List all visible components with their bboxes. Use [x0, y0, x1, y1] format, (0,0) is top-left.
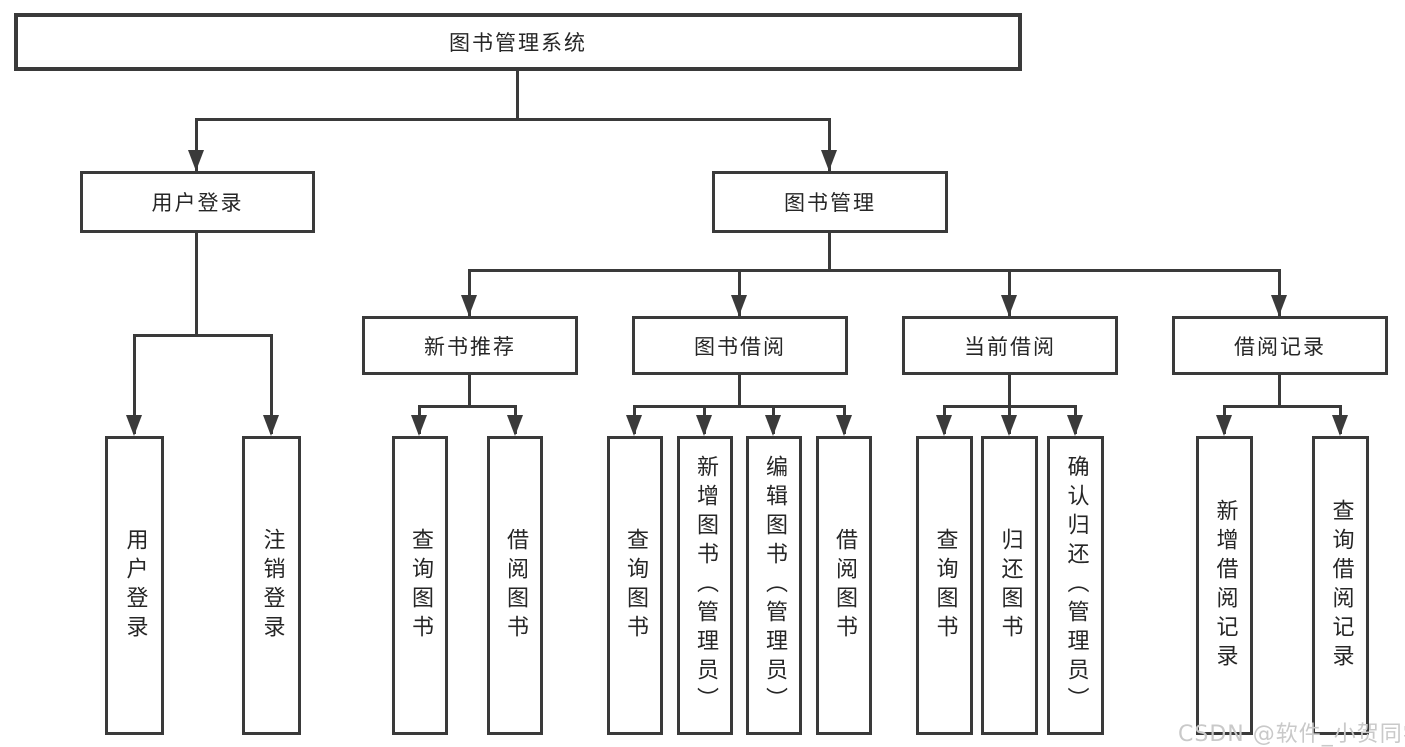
- connector-line: [195, 118, 831, 121]
- leaf-query-book-current: 查询图书: [916, 436, 973, 735]
- leaf-query-book-borrow: 查询图书: [607, 436, 663, 735]
- connector-line: [195, 118, 198, 171]
- arrow-down-icon: [696, 415, 712, 436]
- arrow-down-icon: [1001, 295, 1017, 316]
- node-root-library-system: 图书管理系统: [14, 13, 1022, 71]
- leaf-logout: 注销登录: [242, 436, 301, 735]
- connector-line: [1223, 405, 1342, 408]
- connector-line: [738, 269, 741, 316]
- node-book-borrow: 图书借阅: [632, 316, 848, 375]
- connector-line: [133, 334, 273, 337]
- connector-line: [828, 233, 831, 272]
- arrow-down-icon: [461, 295, 477, 316]
- connector-line: [1008, 375, 1011, 408]
- arrow-down-icon: [731, 295, 747, 316]
- leaf-add-book-admin: 新增图书（管理员）: [677, 436, 733, 735]
- arrow-down-icon: [1067, 415, 1083, 436]
- connector-line: [468, 269, 471, 316]
- arrow-down-icon: [626, 415, 642, 436]
- connector-line: [195, 233, 198, 337]
- leaf-borrow-book: 借阅图书: [816, 436, 872, 735]
- connector-line: [738, 375, 741, 408]
- arrow-down-icon: [765, 415, 781, 436]
- csdn-watermark: CSDN @软件_小贺同学: [1178, 722, 1405, 747]
- arrow-down-icon: [1001, 415, 1017, 436]
- arrow-down-icon: [411, 415, 427, 436]
- arrow-down-icon: [126, 415, 142, 436]
- node-current-borrow: 当前借阅: [902, 316, 1118, 375]
- connector-line: [1008, 269, 1011, 316]
- arrow-down-icon: [507, 415, 523, 436]
- leaf-edit-book-admin: 编辑图书（管理员）: [746, 436, 802, 735]
- node-user-login: 用户登录: [80, 171, 315, 233]
- leaf-query-borrow-record: 查询借阅记录: [1312, 436, 1369, 735]
- arrow-down-icon: [1271, 295, 1287, 316]
- arrow-down-icon: [188, 150, 204, 171]
- leaf-return-book: 归还图书: [981, 436, 1038, 735]
- connector-line: [1278, 269, 1281, 316]
- node-borrow-records: 借阅记录: [1172, 316, 1388, 375]
- connector-line: [1278, 375, 1281, 408]
- arrow-down-icon: [936, 415, 952, 436]
- arrow-down-icon: [1216, 415, 1232, 436]
- node-book-management: 图书管理: [712, 171, 948, 233]
- leaf-add-borrow-record: 新增借阅记录: [1196, 436, 1253, 735]
- connector-line: [270, 334, 273, 434]
- connector-line: [516, 71, 519, 121]
- leaf-query-book-recommend: 查询图书: [392, 436, 448, 735]
- arrow-down-icon: [263, 415, 279, 436]
- leaf-confirm-return-admin: 确认归还（管理员）: [1047, 436, 1104, 735]
- connector-line: [828, 118, 831, 171]
- connector-line: [468, 375, 471, 408]
- connector-line: [418, 405, 517, 408]
- arrow-down-icon: [821, 150, 837, 171]
- node-new-book-recommend: 新书推荐: [362, 316, 578, 375]
- arrow-down-icon: [1332, 415, 1348, 436]
- arrow-down-icon: [836, 415, 852, 436]
- leaf-user-login: 用户登录: [105, 436, 164, 735]
- leaf-borrow-book-recommend: 借阅图书: [487, 436, 543, 735]
- connector-line: [468, 269, 1281, 272]
- connector-line: [633, 405, 846, 408]
- connector-line: [133, 334, 136, 434]
